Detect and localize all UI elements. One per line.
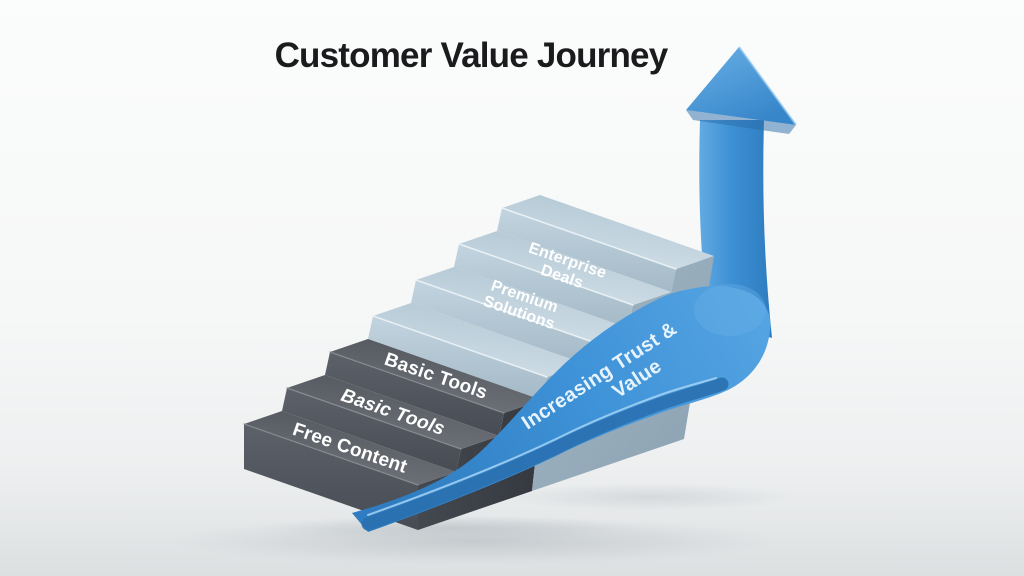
step-1-top-face (244, 411, 456, 485)
ribbon-crest-highlight (694, 284, 766, 336)
step-3-front-face (325, 352, 504, 436)
step-7-top-face (502, 195, 714, 269)
floor-shadow-front (260, 515, 640, 541)
ribbon-surface (352, 286, 771, 532)
step-7-front-face (497, 208, 676, 292)
step-5-front-face (411, 280, 590, 364)
arrowhead-edge-highlight (738, 46, 797, 126)
arrowhead (686, 46, 797, 134)
ribbon-bevel-highlight (367, 377, 717, 516)
step-edge-highlights (243, 207, 677, 486)
page-title: Customer Value Journey (274, 36, 669, 75)
ribbon-side-face (361, 377, 729, 531)
step-2-top-face (287, 375, 499, 449)
step-1-front-face (244, 424, 418, 530)
step-4-front-face (368, 316, 547, 400)
floor-shadow-right (500, 483, 800, 511)
step-3-top-face (330, 339, 542, 413)
step-4-top-face (373, 303, 585, 377)
arrowhead-face (686, 47, 796, 125)
step-2-front-face (282, 388, 461, 472)
step-6-front-face (454, 244, 633, 328)
step-6-top-face (459, 231, 671, 305)
step-5-top-face (416, 267, 628, 341)
arrowhead-underside (686, 110, 796, 134)
arrow-shaft (699, 120, 772, 338)
